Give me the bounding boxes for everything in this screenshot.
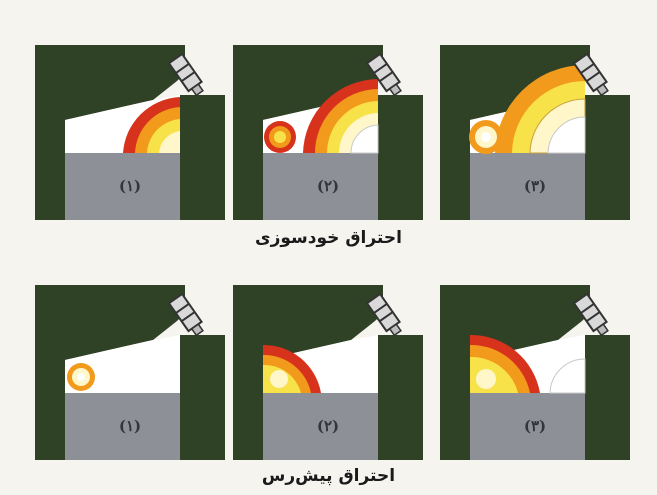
panel-number: (۳) <box>440 177 630 195</box>
hot-spot-ignition <box>67 363 95 391</box>
panel-number: (۱) <box>35 417 225 435</box>
panel-number: (۱) <box>35 177 225 195</box>
panel-number: (۳) <box>440 417 630 435</box>
row2-panel-2: (۲) <box>233 285 423 460</box>
row2-panel-3: (۳) <box>440 285 630 460</box>
autoignition-hotspot <box>264 121 296 153</box>
row2-panel-1: (۱) <box>35 285 225 460</box>
row1-panel-2: (۲) <box>233 45 423 220</box>
caption-row2: احتراق پیش‌رس <box>0 466 657 486</box>
panel-number: (۲) <box>233 177 423 195</box>
caption-row1: احتراق خودسوزی <box>0 228 657 248</box>
row1-panel-1: (۱) <box>35 45 225 220</box>
panel-number: (۲) <box>233 417 423 435</box>
row1-panel-3: (۳) <box>440 45 630 220</box>
autoignition-burst <box>469 120 503 154</box>
